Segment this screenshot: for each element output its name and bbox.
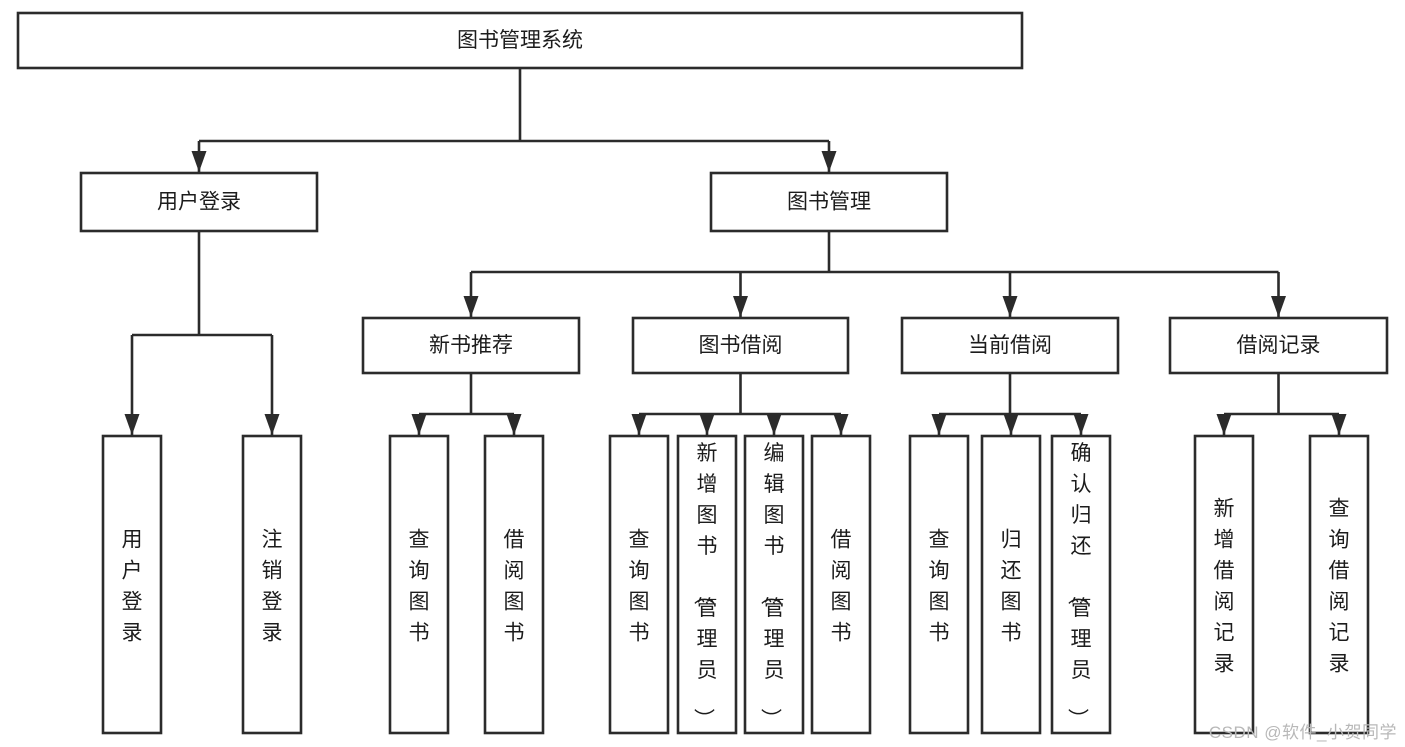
node-box-leaf-confirm-return-admin [1050,434,1112,735]
node-label-leaf-borrow-book-rec: 借阅图书 [504,529,525,645]
node-label-new-book-recommend: 新书推荐 [429,334,513,357]
node-box-current-borrow [900,316,1120,375]
node-box-leaf-borrow-book [810,434,872,735]
node-leaf-logout[interactable]: 注销登录 [241,434,303,735]
node-box-book-manage [709,171,949,233]
node-box-leaf-add-book-admin [676,434,738,735]
node-box-leaf-query-borrow-record [1308,434,1370,735]
node-label-leaf-user-login: 用户登录 [122,529,143,645]
node-box-user-login [79,171,319,233]
arrow-head-icon [1002,296,1018,317]
arrow-head-icon [1331,414,1347,435]
arrow-head-icon [411,414,427,435]
node-new-book-recommend[interactable]: 新书推荐 [361,316,581,375]
node-box-leaf-logout [241,434,303,735]
node-label-leaf-query-book-borrow: 查询图书 [629,529,650,645]
node-box-leaf-query-book-rec [388,434,450,735]
node-label-leaf-edit-book-admin: 编辑图书（管理员） [759,442,785,729]
node-box-leaf-add-borrow-record [1193,434,1255,735]
node-book-borrow[interactable]: 图书借阅 [631,316,850,375]
node-label-leaf-query-book-rec: 查询图书 [409,529,430,645]
arrow-head-icon [1216,414,1232,435]
node-box-leaf-query-book-borrow [608,434,670,735]
arrow-head-icon [833,414,849,435]
node-leaf-edit-book-admin[interactable]: 编辑图书（管理员） [743,434,805,735]
node-root[interactable]: 图书管理系统 [16,11,1024,70]
node-label-leaf-logout: 注销登录 [262,529,283,645]
arrow-head-icon [821,151,837,172]
node-label-leaf-query-borrow-record: 查询借阅记录 [1329,498,1350,676]
node-label-user-login: 用户登录 [157,191,241,214]
node-leaf-user-login[interactable]: 用户登录 [101,434,163,735]
node-leaf-borrow-book[interactable]: 借阅图书 [810,434,872,735]
connectors-layer [124,68,1347,435]
node-box-leaf-query-book-current [908,434,970,735]
node-leaf-query-book-rec[interactable]: 查询图书 [388,434,450,735]
arrow-head-icon [699,414,715,435]
node-leaf-query-book-borrow[interactable]: 查询图书 [608,434,670,735]
node-box-leaf-user-login [101,434,163,735]
node-label-book-borrow: 图书借阅 [699,334,783,357]
arrow-head-icon [191,151,207,172]
node-box-leaf-edit-book-admin [743,434,805,735]
node-leaf-add-book-admin[interactable]: 新增图书（管理员） [676,434,738,735]
node-label-leaf-add-book-admin: 新增图书（管理员） [692,442,718,729]
arrow-head-icon [506,414,522,435]
node-book-manage[interactable]: 图书管理 [709,171,949,233]
node-label-current-borrow: 当前借阅 [968,334,1052,357]
node-label-leaf-confirm-return-admin: 确认归还（管理员） [1066,442,1092,729]
node-box-book-borrow [631,316,850,375]
node-borrow-record[interactable]: 借阅记录 [1168,316,1389,375]
arrow-head-icon [463,296,479,317]
arrow-head-icon [1271,296,1286,317]
node-label-leaf-query-book-current: 查询图书 [929,529,950,645]
node-leaf-query-borrow-record[interactable]: 查询借阅记录 [1308,434,1370,735]
node-leaf-confirm-return-admin[interactable]: 确认归还（管理员） [1050,434,1112,735]
node-leaf-query-book-current[interactable]: 查询图书 [908,434,970,735]
node-label-leaf-return-book: 归还图书 [1001,529,1022,645]
node-label-book-manage: 图书管理 [787,191,871,214]
node-box-leaf-borrow-book-rec [483,434,545,735]
node-leaf-return-book[interactable]: 归还图书 [980,434,1042,735]
node-label-root: 图书管理系统 [457,29,583,52]
arrow-head-icon [1073,414,1089,435]
node-box-borrow-record [1168,316,1389,375]
node-label-borrow-record: 借阅记录 [1237,334,1321,357]
node-leaf-borrow-book-rec[interactable]: 借阅图书 [483,434,545,735]
node-box-leaf-return-book [980,434,1042,735]
node-leaf-add-borrow-record[interactable]: 新增借阅记录 [1193,434,1255,735]
node-label-leaf-add-borrow-record: 新增借阅记录 [1214,498,1235,676]
arrow-head-icon [1003,414,1019,435]
arrow-head-icon [264,414,280,435]
arrow-head-icon [931,414,947,435]
node-box-new-book-recommend [361,316,581,375]
node-user-login[interactable]: 用户登录 [79,171,319,233]
arrow-head-icon [766,414,782,435]
node-label-leaf-borrow-book: 借阅图书 [831,529,852,645]
arrow-head-icon [124,414,140,435]
nodes-layer: 图书管理系统用户登录图书管理新书推荐图书借阅当前借阅借阅记录用户登录注销登录查询… [16,11,1389,735]
arrow-head-icon [733,296,748,317]
node-box-root [16,11,1024,70]
arrow-head-icon [631,414,647,435]
node-current-borrow[interactable]: 当前借阅 [900,316,1120,375]
